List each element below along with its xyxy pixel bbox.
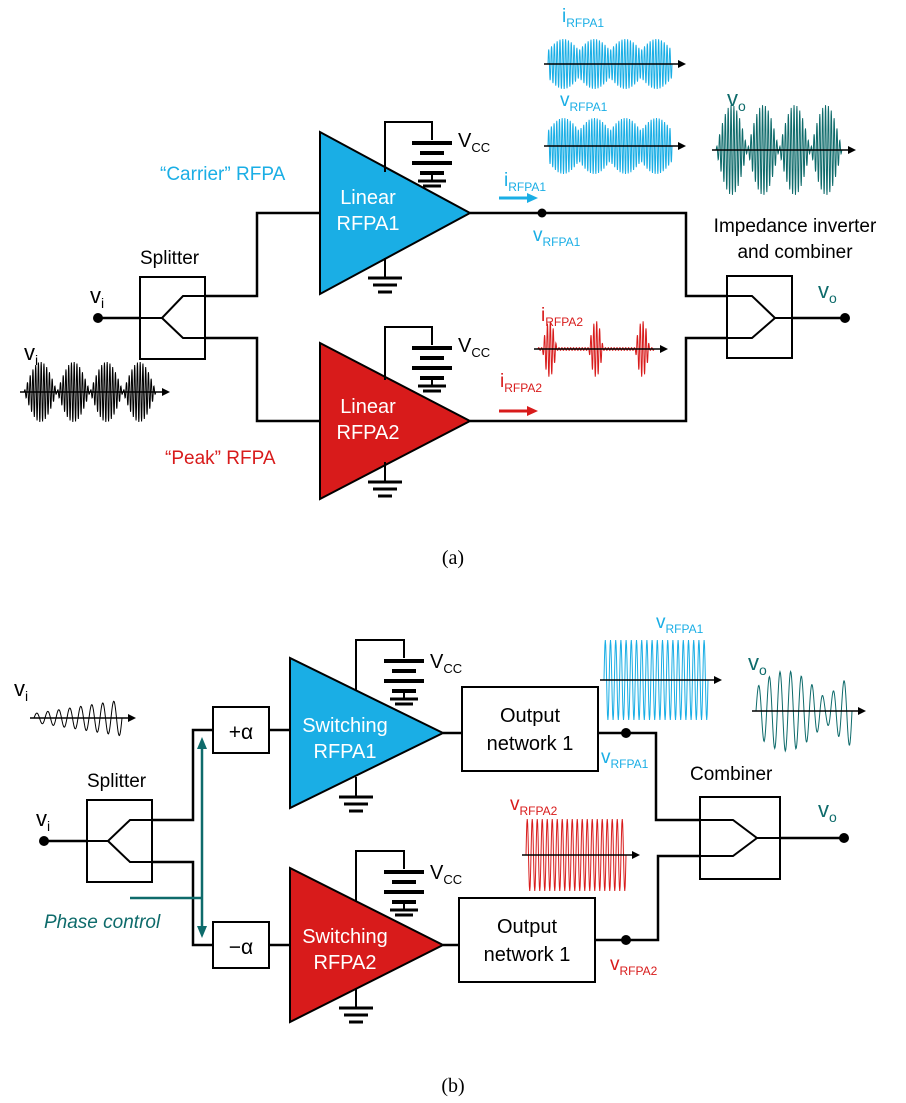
- waveform-axis-arrow: [858, 707, 866, 715]
- linear-rfpa1-amplifier: [319, 130, 473, 296]
- battery-icon: [384, 659, 424, 706]
- waveform-axis-arrow: [128, 714, 136, 722]
- input-vi-label: vi: [90, 283, 104, 311]
- output-node: [840, 313, 850, 323]
- vrfpa2-node: [621, 935, 631, 945]
- waveform-irfpa2: [534, 321, 668, 377]
- amp2-line1: Linear: [340, 396, 396, 418]
- wave-irfpa1-label: iRFPA1: [562, 6, 604, 30]
- input-vi-label: vi: [36, 806, 50, 834]
- waveform-axis-arrow: [848, 146, 856, 154]
- waveform-vo: [712, 105, 856, 195]
- amp2-line2: RFPA2: [337, 422, 400, 444]
- wave-vrfpa2-label: vRFPA2: [510, 794, 558, 818]
- battery-icon: [412, 346, 452, 393]
- waveform-axis-arrow: [678, 60, 686, 68]
- wave-irfpa2-label: iRFPA2: [541, 305, 583, 329]
- vrfpa1-node: [621, 728, 631, 738]
- wave-vo-label: vo: [727, 86, 746, 114]
- ground-icon: [368, 258, 402, 294]
- wave-vi-label: vi: [14, 676, 28, 704]
- peak-rfpa-label: “Peak” RFPA: [165, 448, 276, 469]
- waveform-vrfpa2: [522, 818, 640, 892]
- vcc1-label: VCC: [458, 130, 490, 155]
- amp2-line2: RFPA2: [314, 952, 377, 974]
- carrier-rfpa-label: “Carrier” RFPA: [160, 164, 286, 185]
- irfpa1-label: iRFPA1: [504, 170, 546, 194]
- amp1-line2: RFPA1: [337, 213, 400, 235]
- ground-icon: [339, 988, 373, 1024]
- vrfpa2-node-label: vRFPA2: [610, 954, 658, 978]
- wave-vrfpa1-label: vRFPA1: [656, 612, 704, 636]
- net1-line2: network 1: [487, 733, 574, 755]
- amp1-line1: Linear: [340, 187, 396, 209]
- amp2-line1: Switching: [302, 926, 388, 948]
- waveform-irfpa1: [544, 38, 686, 90]
- output-network-1-box: [461, 686, 599, 772]
- wave-vo-label: vo: [748, 650, 767, 678]
- battery-icon: [412, 141, 452, 188]
- output-vo-label: vo: [818, 797, 837, 825]
- net1-line1: Output: [500, 705, 560, 727]
- wave-vi-label: vi: [24, 340, 38, 368]
- wave-vrfpa1-label: vRFPA1: [560, 90, 608, 114]
- output-vo-label: vo: [818, 278, 837, 306]
- phase-control-label: Phase control: [44, 912, 161, 933]
- vcc2-label: VCC: [458, 335, 490, 360]
- splitter-label: Splitter: [140, 248, 200, 269]
- output-network-2-box: [458, 897, 596, 983]
- phase-plus-label: +α: [229, 721, 253, 744]
- waveform-axis-arrow: [678, 142, 686, 150]
- waveform-axis-arrow: [162, 388, 170, 396]
- battery-icon: [384, 870, 424, 917]
- ground-icon: [339, 777, 373, 813]
- waveform-vrfpa1: [600, 639, 722, 721]
- vrfpa1-node-label: vRFPA1: [533, 225, 581, 249]
- panel-a: Splitter vi Linear RFPA1 VCC L: [20, 6, 877, 569]
- vcc2-label: VCC: [430, 862, 462, 887]
- net2-line2: network 1: [484, 944, 571, 966]
- waveform-vrfpa1: [544, 117, 686, 175]
- net2-line1: Output: [497, 916, 557, 938]
- combiner-label-line1: Impedance inverter: [714, 216, 877, 237]
- caption-a: (a): [442, 547, 464, 569]
- vcc1-label: VCC: [430, 651, 462, 676]
- combiner-label-line2: and combiner: [737, 242, 853, 263]
- waveform-axis-arrow: [632, 851, 640, 859]
- switching-rfpa1-amplifier: [289, 656, 446, 810]
- amp1-line1: Switching: [302, 715, 388, 737]
- phase-minus-label: −α: [229, 936, 253, 959]
- amp1-line2: RFPA1: [314, 741, 377, 763]
- irfpa2-label: iRFPA2: [500, 371, 542, 395]
- waveform-vi: [30, 700, 136, 737]
- ground-icon: [368, 462, 402, 498]
- linear-rfpa2-amplifier: [319, 341, 473, 501]
- caption-b: (b): [441, 1075, 464, 1097]
- phase-shift-plus-box: [212, 706, 270, 754]
- waveform-vo: [752, 670, 866, 753]
- splitter-label: Splitter: [87, 771, 147, 792]
- output-node: [839, 833, 849, 843]
- waveform-axis-arrow: [660, 345, 668, 353]
- waveform-vi: [20, 362, 170, 422]
- waveform-axis-arrow: [714, 676, 722, 684]
- vrfpa1-node-label: vRFPA1: [601, 747, 649, 771]
- panel-b: Splitter vi +α −α Phase control Switchin…: [14, 612, 866, 1097]
- vrfpa1-node: [537, 208, 547, 218]
- phase-shift-minus-box: [212, 921, 270, 969]
- combiner-label: Combiner: [690, 764, 773, 785]
- switching-rfpa2-amplifier: [289, 866, 446, 1024]
